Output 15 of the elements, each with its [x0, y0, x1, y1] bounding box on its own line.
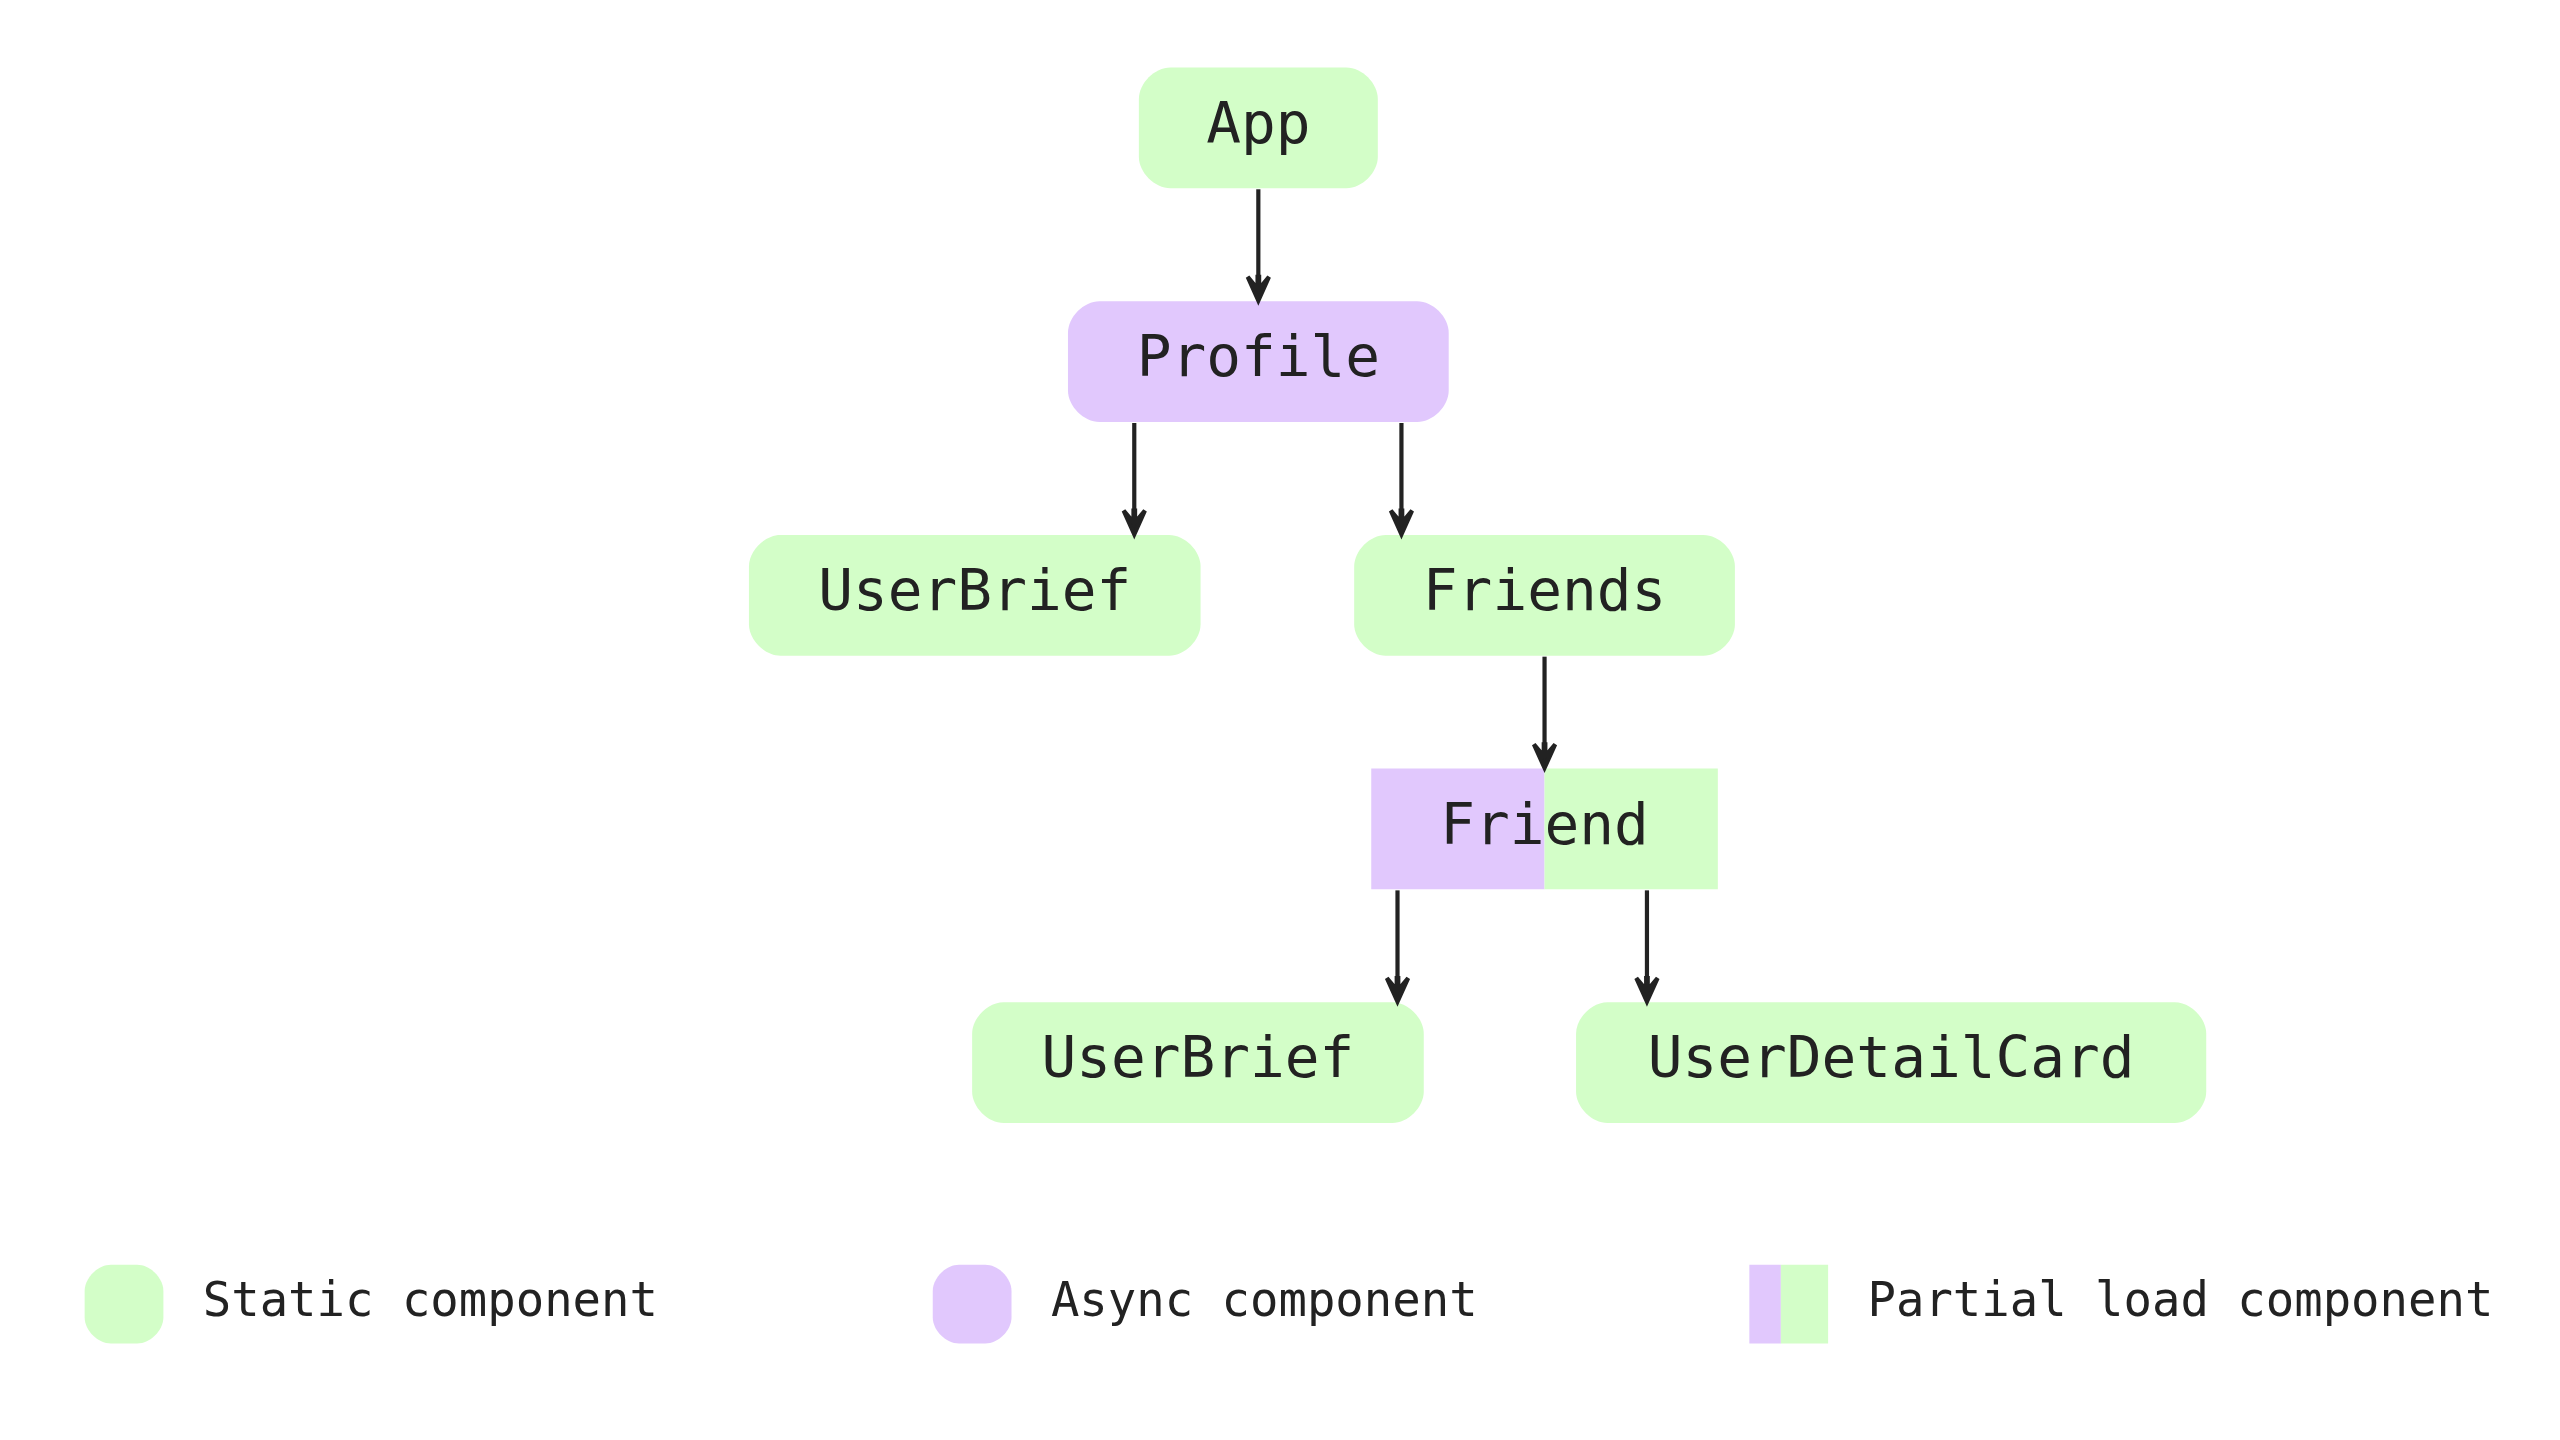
node-box: Profile — [1067, 301, 1449, 422]
node-box: App — [1138, 67, 1378, 189]
node-box: Friends — [1354, 534, 1735, 656]
arrow — [1384, 890, 1411, 1004]
arrow — [1634, 890, 1660, 1004]
node-box: UserBrief — [972, 1002, 1424, 1124]
node-box: UserBrief — [748, 534, 1201, 656]
node-box: UserDetailCard — [1576, 1002, 2207, 1124]
legend-label: Partial load component — [1867, 1271, 2494, 1327]
arrow — [1121, 423, 1147, 537]
legend-label: Static component — [202, 1271, 658, 1327]
legend-label: Async component — [1050, 1271, 1478, 1327]
arrow — [1531, 656, 1558, 771]
arrow — [1388, 423, 1415, 537]
arrow — [1245, 189, 1272, 303]
